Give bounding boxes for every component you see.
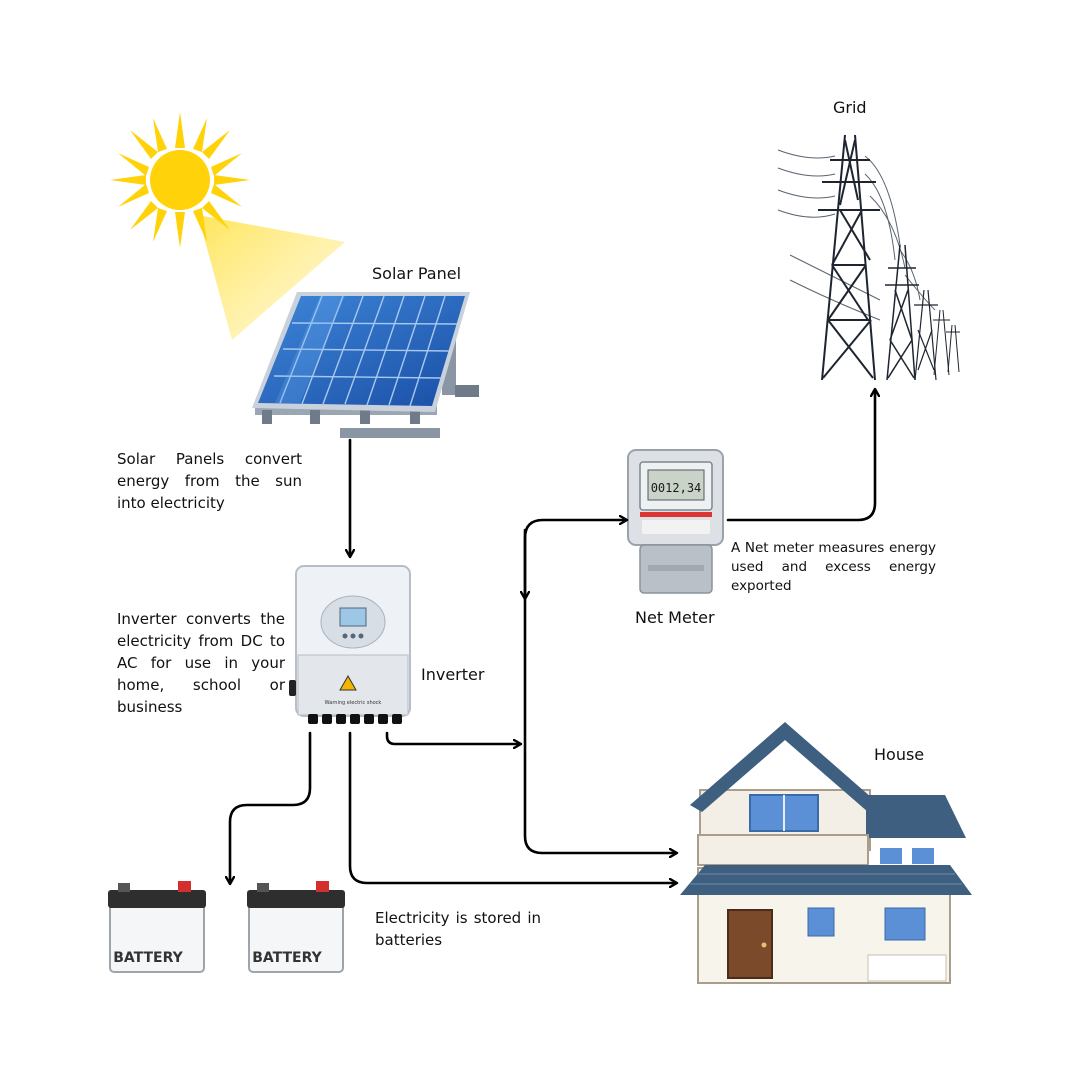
battery-label-2: BATTERY — [252, 950, 322, 966]
desc-net-meter: A Net meter measures energy used and exc… — [731, 540, 936, 594]
label-inverter: Inverter — [421, 665, 485, 684]
desc-batteries: Electricity is stored in batteries — [375, 909, 541, 949]
inverter-icon: Warning electric shock — [289, 565, 411, 724]
desc-inverter: Inverter converts the electricity from D… — [117, 610, 285, 716]
meter-display: 0012,34 — [651, 481, 702, 495]
arrow-bus-to-house — [523, 596, 676, 853]
label-grid: Grid — [833, 98, 867, 117]
arrow-inverter-to-battery — [230, 731, 312, 883]
label-net-meter: Net Meter — [635, 608, 715, 627]
label-house: House — [874, 745, 925, 764]
inverter-warning: Warning electric shock — [325, 700, 382, 706]
arrow-meter-to-grid — [726, 390, 875, 522]
label-solar-panel: Solar Panel — [372, 264, 462, 283]
net-meter-icon: 0012,34 — [627, 449, 724, 594]
battery-icon: BATTERY BATTERY — [108, 881, 345, 973]
solar-panel-icon — [252, 292, 479, 438]
flow-arrows — [230, 390, 875, 883]
arrow-inverter-to-house-lower — [348, 731, 676, 883]
sun-icon — [110, 112, 345, 340]
house-icon — [680, 722, 972, 984]
battery-label-1: BATTERY — [113, 950, 183, 966]
arrow-inverter-to-bus — [385, 731, 520, 744]
desc-solar: Solar Panels convert energy from the sun… — [117, 450, 302, 512]
grid-tower-icon — [777, 134, 960, 381]
arrow-bus-to-meter — [523, 520, 626, 600]
